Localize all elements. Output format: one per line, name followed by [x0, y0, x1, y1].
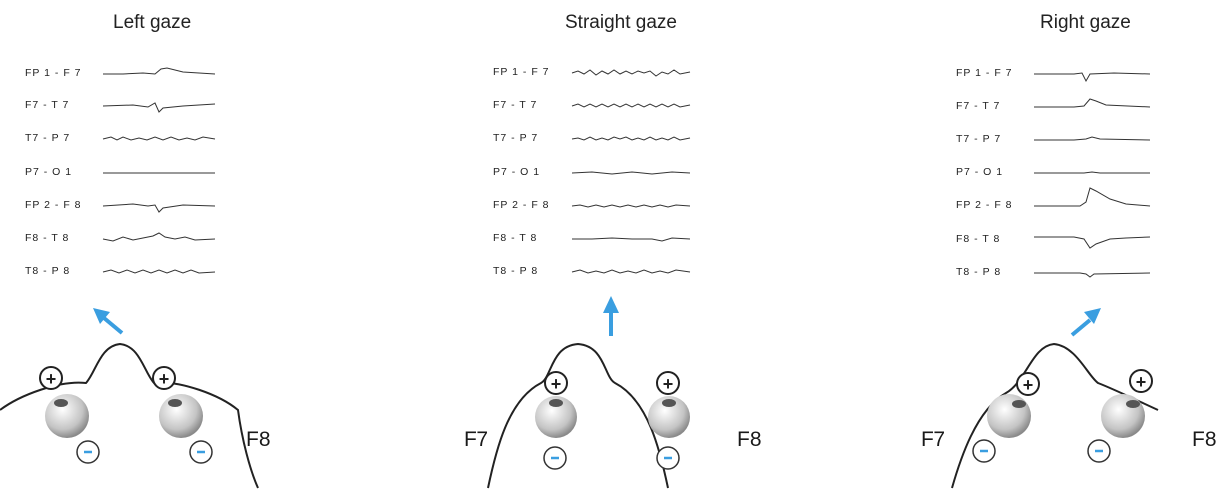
- electrode-label-f7: F7: [921, 428, 945, 451]
- gaze-arrow-icon: [1070, 318, 1092, 337]
- channel-label: T7 - P 7: [493, 132, 539, 144]
- panel-left-gaze: Left gaze FP 1 - F 7 F7 - T 7 T7 - P 7 P…: [0, 0, 408, 489]
- channel-label: T7 - P 7: [956, 133, 1002, 145]
- electrode-label-f8: F8: [1192, 428, 1217, 451]
- positive-electrode-icon: [544, 371, 568, 395]
- channel-label: F8 - T 8: [956, 233, 1001, 245]
- svg-text:+: +: [551, 374, 562, 394]
- channel-label: T8 - P 8: [25, 265, 71, 277]
- eeg-trace: [1034, 98, 1151, 108]
- eeg-trace: [1034, 72, 1151, 83]
- eeg-trace: [571, 269, 691, 274]
- eye-icon: [648, 396, 690, 438]
- channel-label: F7 - T 7: [493, 99, 538, 111]
- channel-label: P7 - O 1: [25, 166, 73, 178]
- channel-label: FP 2 - F 8: [493, 199, 550, 211]
- eeg-trace: [572, 237, 691, 242]
- head-outline: [0, 342, 259, 489]
- eeg-trace: [571, 171, 691, 175]
- electrode-label-f7: F7: [464, 428, 488, 451]
- eeg-trace: [1034, 136, 1151, 141]
- head-diagram: + +: [487, 296, 690, 489]
- panel-title: Straight gaze: [565, 12, 677, 33]
- eeg-trace: [102, 102, 216, 113]
- panel-title: Left gaze: [113, 12, 192, 33]
- svg-text:+: +: [159, 369, 170, 389]
- panel-title: Right gaze: [1040, 12, 1131, 33]
- head-outline: [951, 342, 1159, 489]
- channel-label: F7 - T 7: [25, 99, 70, 111]
- eye-icon: [535, 396, 577, 438]
- eeg-trace: [1034, 187, 1151, 207]
- eeg-trace: [103, 67, 216, 75]
- eeg-trace: [571, 136, 691, 141]
- head-outline: [487, 342, 669, 489]
- channel-label: FP 2 - F 8: [25, 199, 82, 211]
- eeg-trace: [102, 136, 216, 141]
- panel-straight-gaze: Straight gaze FP 1 - F 7 F7 - T 7 T7 - P…: [408, 0, 816, 489]
- channel-label: F7 - T 7: [956, 100, 1001, 112]
- channel-label: FP 1 - F 7: [493, 66, 550, 78]
- electrode-label-f8: F8: [737, 428, 762, 451]
- positive-electrode-icon: [1016, 372, 1040, 396]
- channel-label: P7 - O 1: [493, 166, 541, 178]
- eeg-trace: [102, 203, 216, 213]
- svg-text:+: +: [1136, 372, 1147, 392]
- positive-electrode-icon: [1129, 369, 1153, 393]
- svg-text:+: +: [663, 374, 674, 394]
- eeg-trace: [571, 103, 691, 108]
- positive-electrode-icon: [152, 366, 176, 390]
- eeg-trace: [571, 69, 691, 77]
- eye-icon: [159, 394, 203, 438]
- channel-label: FP 1 - F 7: [25, 67, 82, 79]
- eeg-trace: [102, 232, 216, 242]
- eye-icon: [45, 394, 89, 438]
- eye-icon: [1101, 394, 1145, 438]
- eeg-trace: [1034, 272, 1151, 278]
- svg-text:+: +: [1023, 375, 1034, 395]
- eye-icon: [987, 394, 1031, 438]
- channel-label: FP 2 - F 8: [956, 199, 1013, 211]
- svg-text:+: +: [46, 369, 57, 389]
- channel-label: T8 - P 8: [956, 266, 1002, 278]
- channel-label: P7 - O 1: [956, 166, 1004, 178]
- eeg-trace: [571, 204, 691, 208]
- panel-right-gaze: Right gaze FP 1 - F 7 F7 - T 7 T7 - P 7 …: [816, 0, 1224, 489]
- channel-label: F8 - T 8: [493, 232, 538, 244]
- eeg-trace: [103, 172, 215, 174]
- positive-electrode-icon: [39, 366, 63, 390]
- eeg-trace: [1034, 171, 1150, 174]
- channel-label: F8 - T 8: [25, 232, 70, 244]
- eeg-trace: [1034, 236, 1151, 249]
- head-diagram: + +: [951, 308, 1159, 489]
- positive-electrode-icon: [656, 371, 680, 395]
- eeg-trace: [102, 269, 216, 274]
- channel-label: T8 - P 8: [493, 265, 539, 277]
- head-diagram: + +: [0, 308, 259, 489]
- gaze-arrow-icon: [102, 316, 124, 335]
- electrode-label-f8: F8: [246, 428, 271, 451]
- channel-label: T7 - P 7: [25, 132, 71, 144]
- channel-label: FP 1 - F 7: [956, 67, 1013, 79]
